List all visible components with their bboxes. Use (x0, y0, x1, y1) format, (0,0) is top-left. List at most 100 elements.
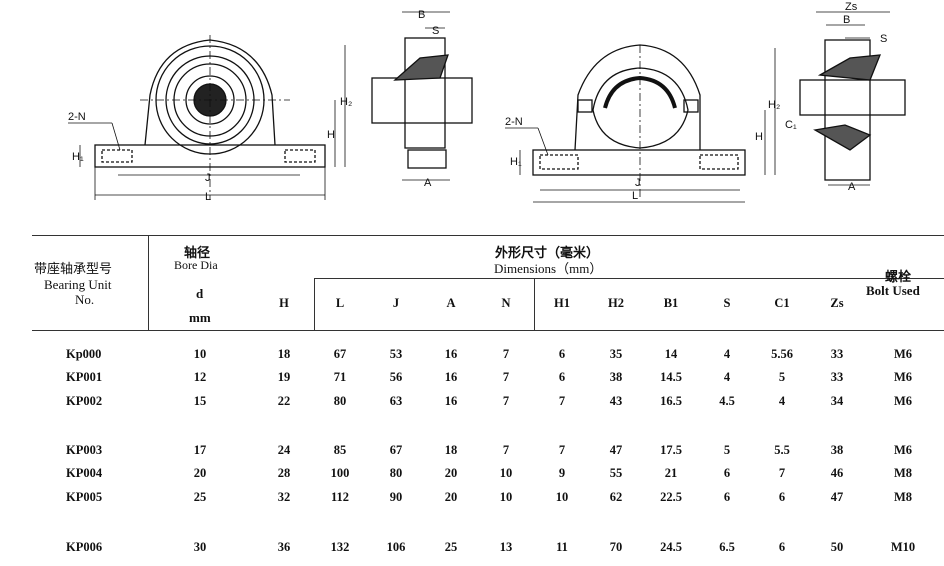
dimension-cell: 35 (609, 347, 623, 361)
dims-underline (314, 278, 944, 279)
dimension-cell: 6 (723, 490, 731, 504)
dimension-cell: 33 (830, 347, 844, 361)
dimension-cell: 14.5 (660, 370, 682, 384)
dimension-cell: 16 (444, 347, 458, 361)
bolt-cell: M8 (893, 490, 913, 504)
bore-mm-label: mm (189, 310, 211, 325)
column-header: N (501, 296, 511, 310)
dimension-cell: 53 (389, 347, 403, 361)
rf-j-label: J (635, 177, 641, 189)
bore-cell: 17 (193, 443, 207, 457)
rf-h1-label: H₁ (510, 156, 522, 168)
rf-n-label: 2-N (505, 116, 523, 128)
model-cell: KP002 (66, 394, 103, 408)
ls-s-label: S (432, 25, 439, 37)
dimension-cell: 7 (558, 394, 566, 408)
dimension-cell: 4 (723, 370, 731, 384)
dimension-cell: 47 (830, 490, 844, 504)
rs-c1-label: C₁ (785, 119, 797, 131)
lf-l-label: L (205, 191, 211, 203)
header-bottom-rule (32, 330, 944, 331)
bore-cell: 12 (193, 370, 207, 384)
right-side-view (799, 11, 906, 186)
dimension-cell: 7 (502, 443, 510, 457)
dimension-cell: 7 (502, 394, 510, 408)
column-header: L (335, 296, 345, 310)
dimension-cell: 7 (778, 466, 786, 480)
dimension-cell: 80 (389, 466, 403, 480)
bore-header-en: Bore Dia (174, 258, 218, 272)
dimension-cell: 4 (778, 394, 786, 408)
column-header: C1 (774, 296, 790, 310)
dimension-cell: 55 (609, 466, 623, 480)
dimension-cell: 36 (277, 540, 291, 554)
dimension-cell: 6.5 (719, 540, 735, 554)
dimension-cell: 25 (444, 540, 458, 554)
dimension-cell: 6 (723, 466, 731, 480)
dimension-cell: 7 (502, 370, 510, 384)
model-header-no: No. (75, 292, 95, 307)
rf-h2-label: H₂ (768, 99, 780, 111)
dimension-cell: 16 (444, 394, 458, 408)
rf-l-label: L (632, 190, 638, 202)
dimension-cell: 11 (556, 540, 568, 554)
lf-j-label: J (205, 172, 211, 184)
dimension-cell: 24.5 (660, 540, 682, 554)
bore-cell: 25 (193, 490, 207, 504)
dimension-cell: 47 (609, 443, 623, 457)
dimension-cell: 28 (277, 466, 291, 480)
ls-a-label: A (424, 177, 432, 189)
dimension-cell: 9 (558, 466, 566, 480)
bolt-cell: M6 (893, 347, 913, 361)
dimension-cell: 38 (609, 370, 623, 384)
right-front-view (505, 44, 776, 203)
dimension-cell: 63 (389, 394, 403, 408)
dims-header-cn: 外形尺寸（毫米） (495, 245, 600, 260)
dimension-cell: 18 (444, 443, 458, 457)
dimension-cell: 34 (830, 394, 844, 408)
dimension-cell: 80 (333, 394, 347, 408)
dimension-cell: 56 (389, 370, 403, 384)
dimension-cell: 50 (830, 540, 844, 554)
column-header: H2 (608, 296, 624, 310)
rs-b-label: B (843, 14, 850, 26)
dimension-cell: 24 (277, 443, 291, 457)
lf-h2-label: H₂ (340, 96, 352, 108)
column-header: S (723, 296, 731, 310)
column-header: Zs (830, 296, 844, 310)
dimension-cell: 112 (330, 490, 350, 504)
model-cell: Kp000 (66, 347, 102, 361)
rs-a-label: A (848, 181, 856, 193)
model-cell: KP005 (66, 490, 103, 504)
dimension-cell: 10 (555, 490, 569, 504)
column-header: B1 (663, 296, 679, 310)
dimension-cell: 43 (609, 394, 623, 408)
dimension-cell: 20 (444, 490, 458, 504)
rs-zs-label: Zs (845, 1, 858, 13)
bore-cell: 15 (193, 394, 207, 408)
dimension-cell: 10 (499, 490, 513, 504)
dimension-cell: 67 (333, 347, 347, 361)
dimension-cell: 6 (558, 347, 566, 361)
dimension-cell: 71 (333, 370, 347, 384)
lf-h1-label: H₁ (72, 151, 84, 163)
dimension-cell: 6 (558, 370, 566, 384)
bore-cell: 10 (193, 347, 207, 361)
dimension-cell: 19 (277, 370, 291, 384)
column-header: H1 (554, 296, 570, 310)
model-cell: KP004 (66, 466, 103, 480)
bolt-cell: M6 (893, 443, 913, 457)
dimension-cell: 90 (389, 490, 403, 504)
bolt-cell: M6 (893, 370, 913, 384)
dimension-cell: 33 (830, 370, 844, 384)
bolt-cell: M6 (893, 394, 913, 408)
dimension-cell: 5.56 (771, 347, 793, 361)
dimension-cell: 46 (830, 466, 844, 480)
dimension-cell: 16 (444, 370, 458, 384)
bolt-header-cn: 螺栓 (885, 269, 912, 284)
bolt-cell: M10 (890, 540, 916, 554)
left-front-view (68, 35, 346, 200)
bore-cell: 30 (193, 540, 207, 554)
dimension-cell: 100 (330, 466, 350, 480)
dimension-cell: 7 (558, 443, 566, 457)
